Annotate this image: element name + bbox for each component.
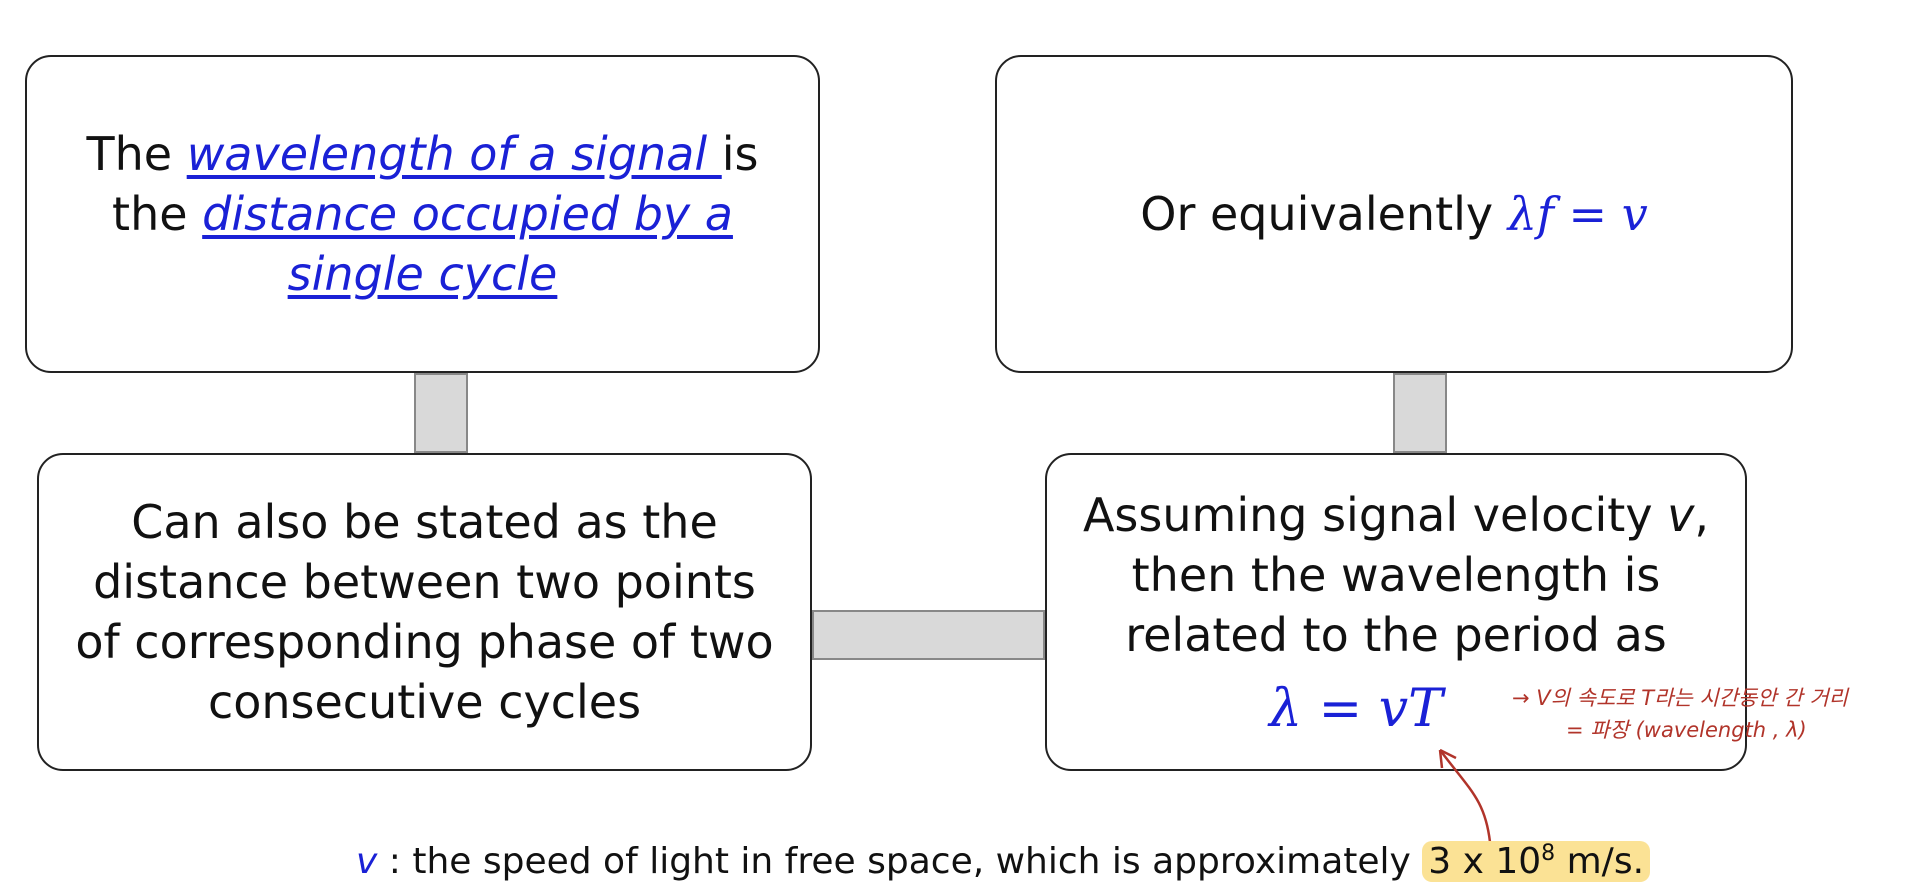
footnote: v : the speed of light in free space, wh…: [356, 832, 1651, 884]
footnote-highlight: 3 x 108 m/s.: [1422, 841, 1651, 882]
footnote-exponent: 8: [1541, 841, 1556, 866]
distance-term-link[interactable]: distance occupied by a single cycle: [202, 187, 733, 301]
equivalently-label: Or equivalently: [1140, 187, 1508, 241]
wavelength-text-before: The: [86, 127, 187, 181]
footnote-value: 3 x 10: [1428, 841, 1542, 882]
wavelength-term-link[interactable]: wavelength of a signal: [186, 127, 722, 181]
velocity-text-after: , then the wavelength is related to the …: [1125, 488, 1710, 662]
alternate-definition-text: Can also be stated as the distance betwe…: [75, 495, 774, 729]
velocity-var: v: [1667, 488, 1695, 542]
equivalently-text: Or equivalently λf = v: [1140, 184, 1647, 244]
velocity-text-before: Assuming signal velocity: [1082, 488, 1668, 542]
annotation-line-1: → V의 속도로 T라는 시간동안 간 거리: [1512, 686, 1848, 710]
footnote-unit: m/s.: [1555, 841, 1645, 882]
footnote-text: : the speed of light in free space, whic…: [377, 841, 1423, 882]
wavelength-definition-text: The wavelength of a signal is the distan…: [55, 124, 790, 304]
connector-right: [1393, 373, 1447, 453]
connector-left: [414, 373, 468, 453]
annotation-line-2: = 파장 (wavelength , λ): [1566, 718, 1807, 742]
formula-lambda-f: λf = v: [1507, 187, 1648, 241]
wavelength-text-mid: is the: [112, 127, 759, 241]
box-equivalently: Or equivalently λf = v: [995, 55, 1793, 373]
velocity-relation-text: Assuming signal velocity v, then the wav…: [1063, 485, 1729, 665]
box-velocity-relation: Assuming signal velocity v, then the wav…: [1045, 453, 1747, 771]
connector-bottom: [812, 610, 1045, 660]
footnote-var: v: [356, 841, 378, 882]
box-wavelength-definition: The wavelength of a signal is the distan…: [25, 55, 820, 373]
box-alternate-definition: Can also be stated as the distance betwe…: [37, 453, 812, 771]
formula-lambda-vt: λ = vT: [1269, 679, 1443, 739]
